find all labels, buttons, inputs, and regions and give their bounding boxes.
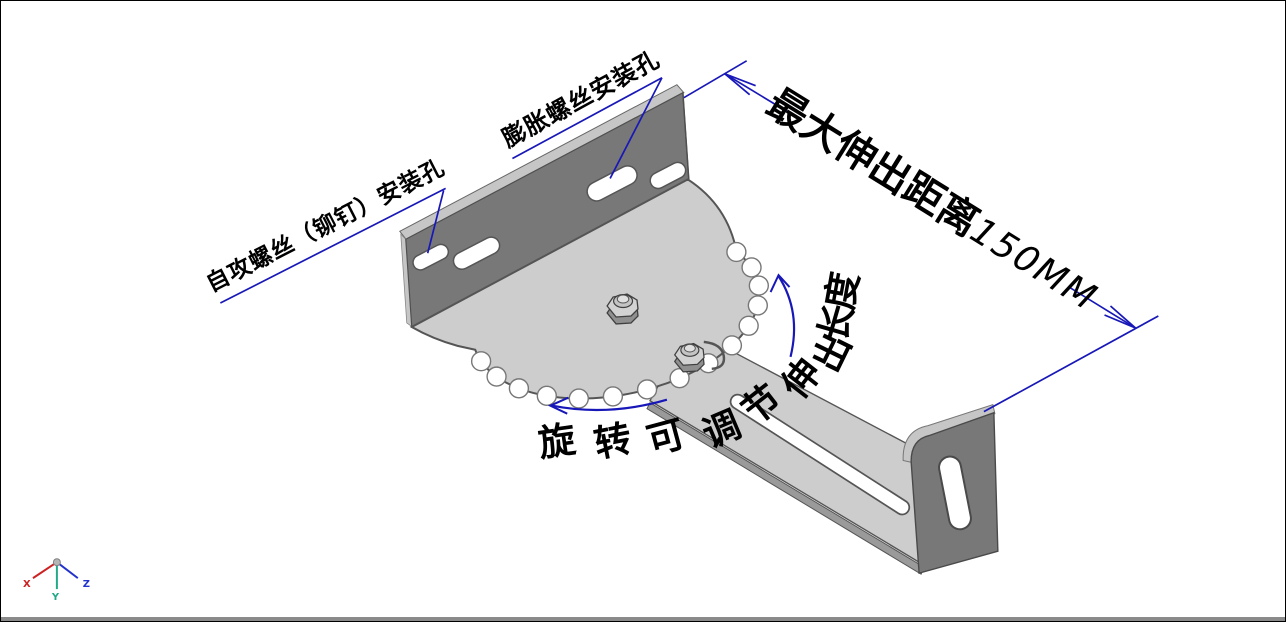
label-underline (512, 77, 663, 160)
axis-z (56, 561, 79, 579)
dim-arrowhead (724, 72, 756, 96)
expansion-screw-slot (586, 165, 638, 202)
leader-line (426, 190, 445, 254)
index-tab (703, 340, 726, 371)
sector-tooth-notch (470, 351, 492, 372)
flange-slot (938, 455, 972, 531)
bolt-boss-top (683, 343, 696, 353)
sector-tooth-notch (721, 335, 743, 356)
annotations (219, 60, 1159, 415)
sector-tooth-notch (568, 388, 589, 409)
viewport-bottom-border (1, 617, 1285, 621)
sector-tooth-notch (726, 241, 747, 263)
leader-line (609, 77, 663, 179)
dim-arrowhead (1104, 305, 1136, 329)
curved-arrow-left (552, 398, 668, 412)
arm-bottom-edge (646, 401, 925, 575)
mounting-slot (649, 161, 687, 190)
bolt-boss-top (616, 294, 630, 304)
wall-plate-top-edge (399, 84, 685, 241)
axis-triad: X Y Z (23, 558, 90, 603)
arm-slot (729, 393, 911, 516)
axis-x-label: X (23, 579, 31, 590)
sector-tooth-notch (486, 366, 507, 387)
sector-tooth-notch (602, 386, 624, 407)
axis-x (32, 561, 58, 579)
sector-tooth-notch (747, 295, 768, 316)
end-flange (902, 404, 999, 575)
sector-tooth-notch (536, 385, 557, 406)
dimension-line (1070, 287, 1136, 329)
sector-tooth-notch (669, 368, 690, 389)
extension-line (683, 60, 748, 99)
wall-plate (399, 84, 690, 329)
axis-y-label: Y (51, 592, 60, 603)
dimension-line (724, 73, 796, 118)
sector-tooth-notch (738, 315, 759, 336)
wall-plate-right-edge (682, 92, 690, 181)
sector-teeth (470, 241, 769, 409)
curved-arrow-up (777, 275, 796, 358)
rivet-notch (412, 243, 450, 271)
label-underline (219, 187, 447, 304)
curved-arrow-up-head (769, 273, 791, 293)
axis-origin (52, 558, 61, 567)
mounting-slot (452, 236, 501, 271)
sector-tooth-notch (508, 378, 530, 399)
extension-line (983, 315, 1159, 413)
lock-bolt (673, 342, 705, 373)
sector-tooth-notch (741, 257, 762, 278)
mounting-slots (412, 161, 687, 271)
curved-arrow-left-head (547, 396, 569, 415)
pivot-bolt (606, 293, 639, 325)
sector-tooth-notch (636, 379, 658, 400)
sector-tooth-notch (748, 275, 769, 296)
axis-z-label: Z (83, 579, 90, 590)
